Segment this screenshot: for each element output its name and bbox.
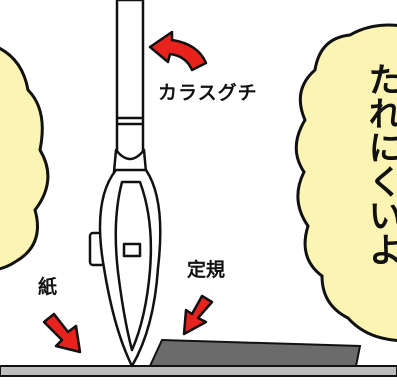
curved-arrow-icon: [148, 30, 208, 72]
ruler-label: 定規: [187, 259, 226, 281]
ruler: [148, 338, 362, 367]
paper-label: 紙: [38, 276, 58, 298]
speech-bubble-text: たれにくいよ: [362, 62, 397, 266]
down-arrow-icon: [182, 294, 214, 336]
paper-sheet: [0, 365, 397, 377]
left-speech-bubble: [0, 46, 50, 271]
pen-label: カラスグチ: [158, 82, 258, 104]
down-arrow-icon: [42, 312, 82, 354]
ruling-pen: [88, 0, 162, 368]
right-speech-bubble: [294, 23, 397, 342]
